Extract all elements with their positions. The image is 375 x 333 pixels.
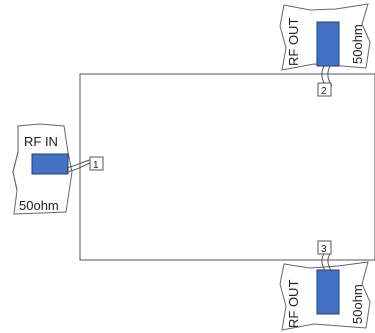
port-2-connector: RF OUT 50ohm [279, 3, 371, 87]
port-3-coax [316, 269, 340, 315]
port-3-number: 3 [321, 244, 327, 255]
port-1-number-box [89, 156, 104, 171]
port-3-lead [321, 253, 333, 273]
port-3-impedance: 50ohm [350, 284, 365, 324]
port-2-number-box [317, 82, 332, 97]
port-1-torn-edge [12, 151, 19, 191]
port-1-coax [31, 153, 69, 175]
port-1-number: 1 [93, 160, 99, 171]
port-3-name: RF OUT [286, 280, 301, 328]
port-1-impedance: 50ohm [19, 198, 59, 213]
port-3-connector: RF OUT 50ohm [279, 253, 371, 331]
board-outline [79, 73, 375, 261]
port-1-connector: RF IN 50ohm [12, 123, 91, 215]
port-1-name: RF IN [24, 134, 58, 149]
port-2-impedance: 50ohm [350, 24, 365, 64]
port-2-number: 2 [321, 86, 327, 97]
port-1-lead [65, 159, 91, 173]
port-2-coax [316, 21, 340, 67]
port-2-name: RF OUT [286, 18, 301, 66]
port-3-number-box [317, 240, 332, 255]
